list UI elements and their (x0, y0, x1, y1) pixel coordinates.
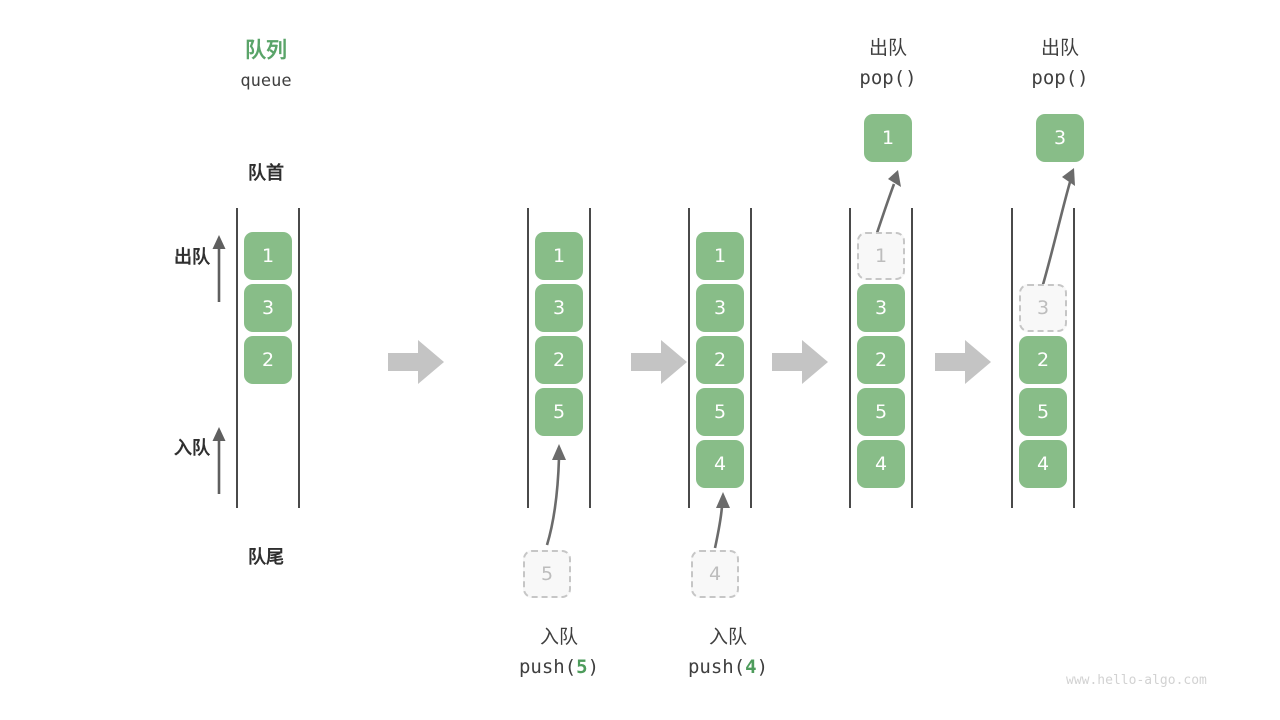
queue-rail-right (589, 208, 591, 508)
queue-cell: 4 (1019, 440, 1067, 488)
queue-cell: 1 (535, 232, 583, 280)
operation-label-cn: 出队 (1040, 37, 1079, 59)
operation-label-code: push(4) (658, 656, 798, 678)
queue-rail-left (236, 208, 238, 508)
queue-rail-left (688, 208, 690, 508)
dequeue-direction-arrow-icon (212, 235, 226, 302)
queue-rail-right (298, 208, 300, 508)
operation-label-cn: 入队 (539, 626, 578, 648)
queue-rail-right (1073, 208, 1075, 508)
queue-stage-push-4: 1 3 2 5 4 (688, 208, 752, 508)
push-prefix: push( (518, 656, 577, 678)
queue-cell: 3 (857, 284, 905, 332)
queue-cell: 2 (857, 336, 905, 384)
queue-rail-left (527, 208, 529, 508)
queue-cell: 5 (535, 388, 583, 436)
queue-cell: 5 (857, 388, 905, 436)
incoming-ghost-cell: 5 (523, 550, 571, 598)
queue-cell: 2 (535, 336, 583, 384)
front-label: 队首 (248, 163, 284, 184)
queue-rail-left (1011, 208, 1013, 508)
rear-label: 队尾 (248, 547, 284, 568)
queue-cell: 2 (1019, 336, 1067, 384)
flow-arrow-icon (631, 340, 687, 384)
queue-cell-ghost: 3 (1019, 284, 1067, 332)
queue-cell: 5 (1019, 388, 1067, 436)
pop-arrow-icon (874, 170, 901, 237)
push-prefix: push( (687, 656, 746, 678)
queue-cell: 4 (696, 440, 744, 488)
pop-arrow-icon (1040, 168, 1075, 289)
queue-stage-push-5: 1 3 2 5 (527, 208, 591, 508)
enqueue-direction-arrow-icon (212, 427, 226, 494)
queue-cell: 5 (696, 388, 744, 436)
operation-label-code: pop() (859, 67, 917, 89)
popped-cell: 3 (1036, 114, 1084, 162)
queue-stage-initial: 1 3 2 (236, 208, 300, 508)
dequeue-direction-label: 出队 (174, 247, 210, 268)
push-suffix: ) (587, 656, 600, 678)
queue-cell: 3 (535, 284, 583, 332)
queue-cell: 2 (244, 336, 292, 384)
watermark: www.hello-algo.com (1066, 673, 1207, 688)
queue-cell-ghost: 1 (857, 232, 905, 280)
push-arrow-icon (545, 444, 566, 546)
operation-label-code: push(5) (489, 656, 629, 678)
diagram-title-cn: 队列 (245, 38, 287, 62)
queue-cell: 3 (244, 284, 292, 332)
operation-label-cn: 出队 (868, 37, 907, 59)
push-suffix: ) (756, 656, 769, 678)
enqueue-direction-label: 入队 (174, 438, 210, 459)
operation-label-cn: 入队 (708, 626, 747, 648)
popped-cell: 1 (864, 114, 912, 162)
flow-arrow-icon (935, 340, 991, 384)
operation-label-code: pop() (1031, 67, 1089, 89)
queue-rail-left (849, 208, 851, 508)
push-arrow-icon (713, 492, 730, 549)
incoming-ghost-cell: 4 (691, 550, 739, 598)
queue-rail-right (750, 208, 752, 508)
flow-arrow-icon (388, 340, 444, 384)
flow-arrow-icon (772, 340, 828, 384)
queue-cell: 4 (857, 440, 905, 488)
queue-rail-right (911, 208, 913, 508)
diagram-title-en: queue (240, 71, 292, 91)
queue-stage-pop-3: 3 2 5 4 (1011, 208, 1075, 508)
queue-cell: 3 (696, 284, 744, 332)
push-argument: 5 (576, 656, 588, 678)
queue-cell: 2 (696, 336, 744, 384)
queue-cell: 1 (696, 232, 744, 280)
queue-cell: 1 (244, 232, 292, 280)
push-argument: 4 (745, 656, 757, 678)
queue-stage-pop-1: 1 3 2 5 4 (849, 208, 913, 508)
